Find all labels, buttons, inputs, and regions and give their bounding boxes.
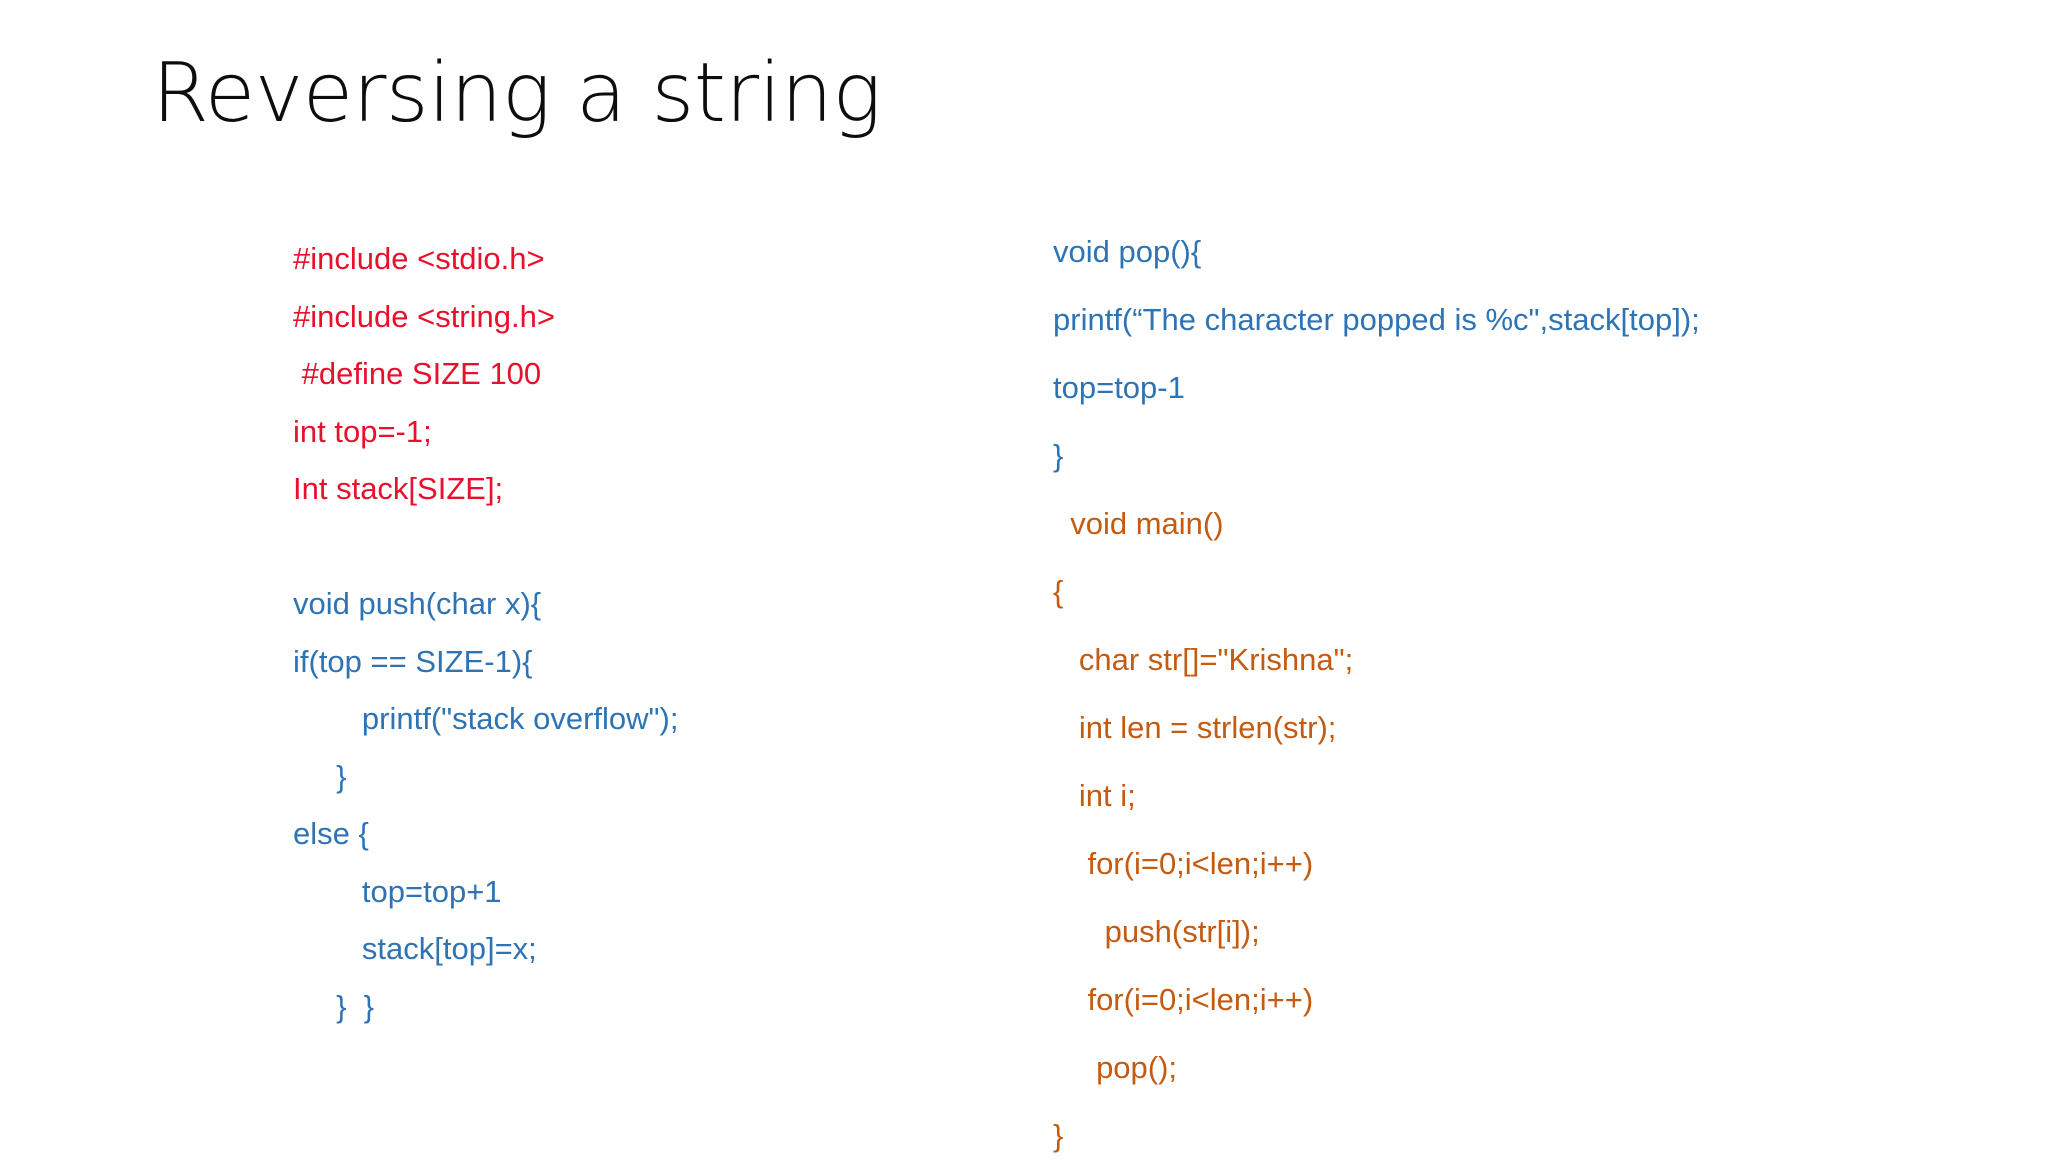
code-left-line: } } [293, 988, 374, 1024]
code-right-line: void main() [1053, 506, 1224, 541]
code-left-line: if(top == SIZE-1){ [293, 643, 533, 679]
code-right-line: for(i=0;i<len;i++) [1053, 846, 1314, 881]
code-left-line: Int stack[SIZE]; [293, 471, 504, 506]
code-left-line [293, 518, 953, 576]
code-right-line: pop(); [1053, 1050, 1178, 1085]
code-left-line: printf("stack overflow"); [293, 701, 679, 736]
code-left-line: top=top+1 [293, 873, 502, 909]
code-right-line: } [1053, 438, 1064, 473]
code-left-line: } [293, 758, 347, 794]
code-right-line: } [1053, 1118, 1064, 1153]
code-right-line: for(i=0;i<len;i++) [1053, 982, 1314, 1017]
code-right-line: int len = strlen(str); [1053, 710, 1337, 745]
code-block-left: #include <stdio.h> #include <string.h> #d… [293, 230, 953, 1035]
code-left-line: #include <string.h> [293, 298, 555, 334]
code-right-line: push(str[i]); [1053, 914, 1260, 949]
code-left-line: else { [293, 816, 369, 851]
code-left-line: #include <stdio.h> [293, 241, 545, 276]
code-right-line: char str[]="Krishna"; [1053, 642, 1354, 677]
code-left-line: stack[top]=x; [293, 931, 537, 966]
code-right-line: { [1053, 574, 1064, 609]
code-block-right: void pop(){ printf(“The character popped … [1053, 218, 1993, 1170]
code-left-line: void push(char x){ [293, 586, 542, 621]
code-right-line: void pop(){ [1053, 234, 1202, 269]
page-title: Reversing a string [152, 46, 882, 141]
code-left-line: #define SIZE 100 [293, 356, 542, 391]
code-right-line: int i; [1053, 778, 1136, 813]
code-right-line: printf(“The character popped is %c",stac… [1053, 302, 1700, 337]
code-right-line: top=top-1 [1053, 370, 1185, 405]
code-left-line: int top=-1; [293, 413, 432, 449]
